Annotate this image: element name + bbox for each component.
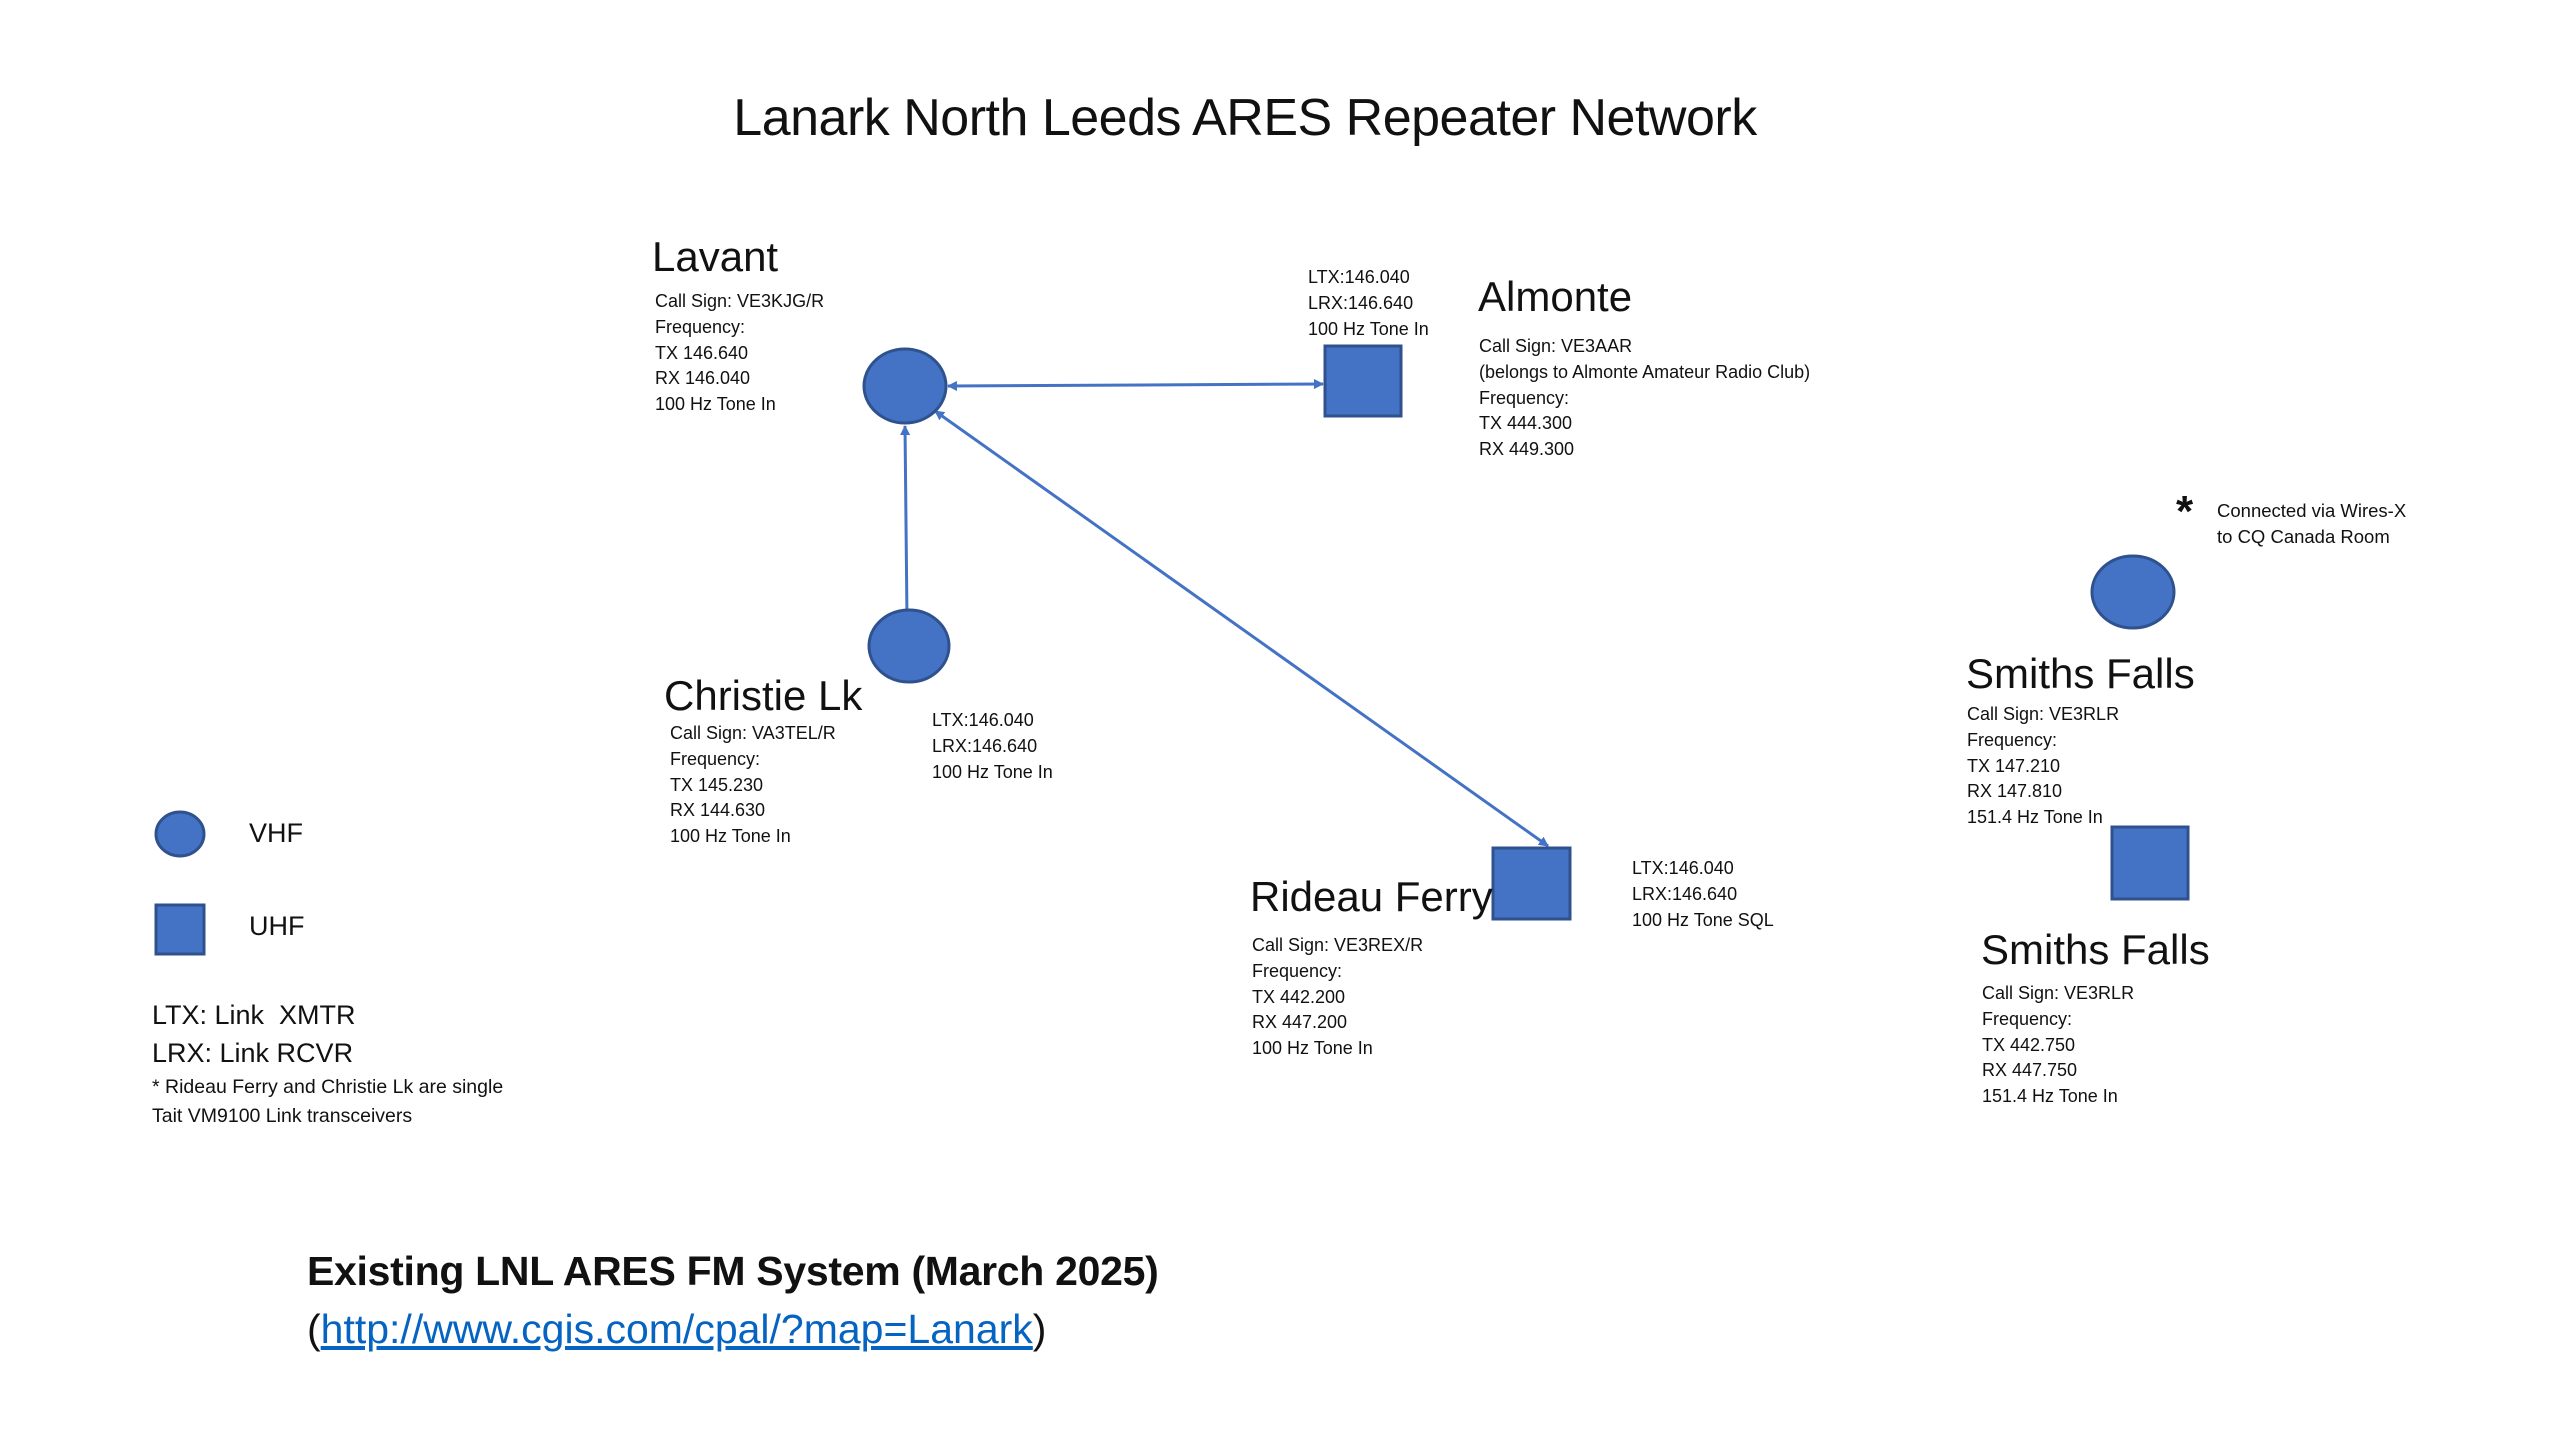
lavant-vhf-node: [862, 347, 948, 425]
smiths-falls-uhf-call-sign: Call Sign: VE3RLR: [1982, 983, 2135, 1003]
lavant-rx: RX 146.040: [655, 368, 751, 389]
smiths-falls-vhf-tx: TX 147.210: [1967, 755, 2061, 776]
almonte-link-info: LTX:146.040 LRX:146.640 100 Hz Tone In: [1308, 265, 1429, 342]
christie-lrx: LRX:146.640: [932, 735, 1038, 756]
smiths-falls-vhf-call-sign: Call Sign: VE3RLR: [1967, 704, 2120, 724]
system-caption: Existing LNL ARES FM System (March 2025): [307, 1248, 1159, 1294]
almonte-ltx: LTX:146.040: [1308, 267, 1410, 287]
almonte-call-sign: Call Sign: VE3AAR: [1479, 336, 1633, 356]
christie-vhf-node: [867, 608, 951, 684]
legend-lrx-definition: LRX: Link RCVR: [152, 1038, 354, 1068]
christie-link-tone: 100 Hz Tone In: [932, 761, 1053, 782]
map-link-line: (http://www.cgis.com/cpal/?map=Lanark): [307, 1306, 1046, 1353]
connector-lavant-rideau: [934, 409, 1549, 848]
wires-x-note-line-2: to CQ Canada Room: [2217, 525, 2390, 547]
smiths-falls-vhf-site-name: Smiths Falls: [1966, 650, 2195, 697]
smiths-falls-uhf-details: Call Sign: VE3RLR Frequency: TX 442.750 …: [1982, 981, 2134, 1110]
smiths-falls-vhf-rx: RX 147.810: [1967, 781, 2063, 802]
almonte-link-tone: 100 Hz Tone In: [1308, 318, 1429, 339]
lavant-frequency-label: Frequency:: [655, 316, 746, 337]
legend-uhf-square-icon: [154, 903, 206, 956]
christie-ltx: LTX:146.040: [932, 710, 1034, 730]
christie-call-sign: Call Sign: VA3TEL/R: [670, 723, 836, 743]
legend-vhf-label: VHF: [249, 818, 303, 848]
smiths-falls-uhf-tone: 151.4 Hz Tone In: [1982, 1086, 2118, 1107]
map-link[interactable]: http://www.cgis.com/cpal/?map=Lanark: [320, 1306, 1033, 1352]
almonte-frequency-label: Frequency:: [1479, 387, 1570, 408]
wires-x-note-line-1: Connected via Wires-X: [2217, 500, 2407, 521]
close-paren: ): [1032, 1306, 1047, 1352]
connector-lavant-christie: [900, 425, 912, 620]
almonte-details: Call Sign: VE3AAR (belongs to Almonte Am…: [1479, 334, 1810, 463]
legend-footnote-line-1: * Rideau Ferry and Christie Lk are singl…: [152, 1076, 504, 1098]
christie-frequency-label: Frequency:: [670, 748, 761, 769]
legend-definitions: LTX: Link XMTR LRX: Link RCVR: [152, 996, 356, 1072]
rideau-details: Call Sign: VE3REX/R Frequency: TX 442.20…: [1252, 933, 1423, 1062]
rideau-call-sign: Call Sign: VE3REX/R: [1252, 935, 1424, 955]
legend-uhf-label: UHF: [249, 911, 305, 941]
almonte-owner: (belongs to Almonte Amateur Radio Club): [1479, 361, 1811, 382]
lavant-tone: 100 Hz Tone In: [655, 394, 776, 415]
christie-tx: TX 145.230: [670, 774, 764, 795]
rideau-ltx: LTX:146.040: [1632, 858, 1734, 878]
rideau-link-tone: 100 Hz Tone SQL: [1632, 909, 1774, 930]
almonte-uhf-node: [1323, 344, 1403, 418]
legend-footnote-line-2: Tait VM9100 Link transceivers: [152, 1105, 413, 1127]
connector-lavant-almonte: [947, 379, 1324, 391]
wires-x-note: Connected via Wires-X to CQ Canada Room: [2217, 498, 2406, 550]
smiths-falls-vhf-node: [2090, 554, 2176, 630]
legend-ltx-definition: LTX: Link XMTR: [152, 1000, 356, 1030]
diagram-title: Lanark North Leeds ARES Repeater Network: [733, 89, 1757, 147]
christie-rx: RX 144.630: [670, 800, 766, 821]
rideau-rx: RX 447.200: [1252, 1012, 1348, 1033]
almonte-site-name: Almonte: [1478, 273, 1633, 320]
almonte-rx: RX 449.300: [1479, 439, 1575, 460]
rideau-uhf-node: [1491, 846, 1572, 921]
legend-vhf-circle-icon: [154, 810, 206, 858]
rideau-lrx: LRX:146.640: [1632, 883, 1738, 904]
smiths-falls-uhf-tx: TX 442.750: [1982, 1034, 2076, 1055]
lavant-site-name: Lavant: [652, 233, 779, 280]
smiths-falls-uhf-rx: RX 447.750: [1982, 1060, 2078, 1081]
wires-x-asterisk-icon: *: [2176, 487, 2194, 536]
smiths-falls-uhf-frequency-label: Frequency:: [1982, 1008, 2073, 1029]
lavant-details: Call Sign: VE3KJG/R Frequency: TX 146.64…: [655, 289, 824, 418]
legend-footnote: * Rideau Ferry and Christie Lk are singl…: [152, 1073, 503, 1131]
smiths-falls-vhf-frequency-label: Frequency:: [1967, 729, 2058, 750]
lavant-tx: TX 146.640: [655, 342, 749, 363]
christie-link-info: LTX:146.040 LRX:146.640 100 Hz Tone In: [932, 708, 1053, 785]
almonte-lrx: LRX:146.640: [1308, 292, 1414, 313]
christie-details: Call Sign: VA3TEL/R Frequency: TX 145.23…: [670, 721, 836, 850]
rideau-site-name: Rideau Ferry: [1250, 873, 1493, 920]
rideau-tx: TX 442.200: [1252, 986, 1346, 1007]
rideau-link-info: LTX:146.040 LRX:146.640 100 Hz Tone SQL: [1632, 856, 1774, 933]
open-paren: (: [307, 1306, 321, 1352]
smiths-falls-uhf-site-name: Smiths Falls: [1981, 926, 2210, 973]
lavant-call-sign: Call Sign: VE3KJG/R: [655, 291, 825, 311]
almonte-tx: TX 444.300: [1479, 413, 1573, 434]
rideau-tone: 100 Hz Tone In: [1252, 1038, 1373, 1059]
christie-tone: 100 Hz Tone In: [670, 826, 791, 847]
rideau-frequency-label: Frequency:: [1252, 960, 1343, 981]
christie-site-name: Christie Lk: [664, 672, 863, 719]
smiths-falls-uhf-node: [2110, 825, 2190, 901]
smiths-falls-vhf-details: Call Sign: VE3RLR Frequency: TX 147.210 …: [1967, 702, 2119, 831]
smiths-falls-vhf-tone: 151.4 Hz Tone In: [1967, 807, 2103, 828]
